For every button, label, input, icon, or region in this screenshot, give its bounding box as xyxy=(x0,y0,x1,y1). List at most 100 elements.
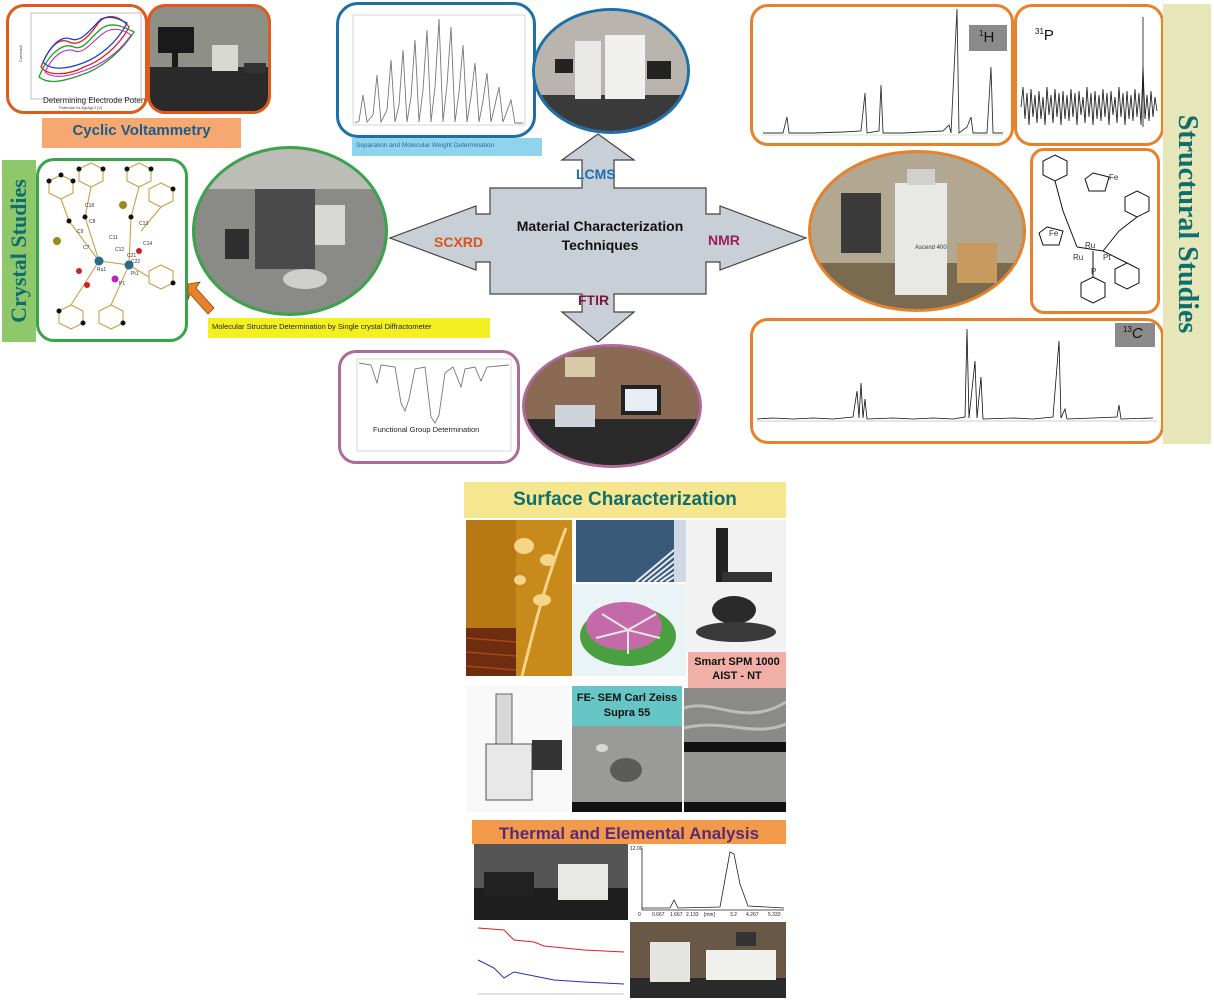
chrom-xtick-1: 0.667 xyxy=(652,912,665,918)
crystal-structure-panel: C18 C8 C9 C13 C7 C12 C11 Ru1 Pt1 P1 C14 … xyxy=(36,158,188,342)
crystal-atom-c14: C14 xyxy=(143,241,153,247)
center-title-line2: Techniques xyxy=(561,237,639,253)
surface-title-box xyxy=(464,482,786,518)
chrom-xtick-0: 0 xyxy=(638,912,641,918)
lcms-chromatogram xyxy=(352,14,526,126)
tga-plot xyxy=(477,927,625,995)
crystal-caption-box xyxy=(208,318,490,338)
structure-p: P xyxy=(1091,267,1097,276)
central-arrow-diagram xyxy=(388,133,808,343)
nmr-1h-spectrum xyxy=(761,8,1003,136)
crystal-studies-title: Crystal Studies xyxy=(6,179,31,323)
nmr-1h-sup: 1 xyxy=(979,29,984,38)
crystal-atom-p1: P1 xyxy=(119,281,126,287)
crystal-atom-c11: C11 xyxy=(109,235,118,241)
nmr-1h-spectrum-panel: 1H xyxy=(750,4,1014,146)
chrom-xtick-2: 1.667 xyxy=(670,912,683,918)
nmr-13c-spectrum xyxy=(756,328,1157,422)
ftir-spectrum xyxy=(356,358,512,452)
crystal-pointer-arrow xyxy=(187,281,215,315)
sem-label-line2: Supra 55 xyxy=(603,707,651,719)
afm-lines-image xyxy=(576,520,686,582)
spm-instrument-photo xyxy=(686,520,786,652)
nmr-13c-sup: 13 xyxy=(1123,325,1132,334)
arrow-label-scxrd: SCXRD xyxy=(434,234,484,250)
cv-instrument-photo xyxy=(147,4,271,114)
cv-title-box xyxy=(42,118,241,148)
sem-label-box xyxy=(572,686,682,726)
afm-inset-image xyxy=(466,628,516,676)
crystal-atom-c18: C18 xyxy=(85,203,95,209)
crystal-atom-c13: C13 xyxy=(139,221,149,227)
cv-xaxis-label: Potential Vs Ag/AgCl (V) xyxy=(59,105,103,110)
crystal-structure xyxy=(46,162,176,330)
nmr-31p-main: P xyxy=(1043,27,1054,44)
fesem-instrument-photo xyxy=(466,686,570,812)
chrom-xtick-5: 4.267 xyxy=(746,912,759,918)
nmr-1h-label-box xyxy=(969,25,1007,51)
structure-ru2: Ru xyxy=(1073,253,1084,262)
nmr-instrument-photo: Ascend 400 xyxy=(808,150,1026,312)
nmr-13c-label-box xyxy=(1115,323,1155,347)
nmr-31p-label: 31P xyxy=(1035,27,1054,44)
nmr-13c-label: 13C xyxy=(1123,325,1143,342)
structure-pt: Pt xyxy=(1103,253,1111,262)
cv-yaxis-label: Current/A xyxy=(18,44,24,63)
crystal-atom-c8: C8 xyxy=(89,219,96,225)
cv-caption: Determining Electrode Potential xyxy=(43,96,148,105)
nmr-31p-spectrum-panel: 31P xyxy=(1014,4,1164,146)
center-title-line1: Material Characterization xyxy=(516,218,684,234)
crystal-caption: Molecular Structure Determination by Sin… xyxy=(212,322,432,331)
sem-micrograph-2 xyxy=(684,688,786,752)
sem-label-line1: FE- SEM Carl Zeiss xyxy=(576,692,678,704)
chrom-xunit: [min] xyxy=(704,912,715,918)
structural-studies-box xyxy=(1163,4,1211,444)
chrom-ylabel: 12.00 xyxy=(630,846,643,852)
tga-plot-panel xyxy=(474,920,628,998)
crystal-atom-pt1: Pt1 xyxy=(131,271,139,277)
crystal-atom-c22: C22 xyxy=(131,259,141,265)
sem-micrograph-3 xyxy=(684,752,786,812)
surface-title: Surface Characterization xyxy=(513,489,737,510)
ftir-caption: Functional Group Determination xyxy=(373,425,480,434)
chrom-xtick-4: 3.2 xyxy=(730,912,737,918)
elemental-analyzer-photo xyxy=(630,922,786,998)
structural-studies-title: Structural Studies xyxy=(1172,114,1203,334)
scxrd-instrument-photo xyxy=(192,146,388,316)
nmr-1h-main: H xyxy=(983,29,995,46)
structure-ru1: Ru xyxy=(1085,241,1096,250)
cv-plot-panel: Determining Electrode Potential Potentia… xyxy=(6,4,148,114)
nmr-31p-spectrum xyxy=(1020,17,1158,127)
lcms-caption-box xyxy=(352,138,542,156)
lcms-chromatogram-panel xyxy=(336,2,536,138)
spm-label-line2: AIST - NT xyxy=(712,670,762,682)
nmr-instrument-label: Ascend 400 xyxy=(915,245,947,251)
ftir-instrument-photo xyxy=(522,344,702,468)
chrom-xtick-3: 2.133 xyxy=(686,912,699,918)
crystal-atom-ru1: Ru1 xyxy=(97,267,107,273)
thermal-instrument-photo xyxy=(474,844,628,920)
chromatogram xyxy=(641,848,785,911)
cv-plot xyxy=(30,12,142,100)
crystal-atom-c21: C21 xyxy=(127,253,137,259)
crystal-atom-c12: C12 xyxy=(115,247,125,253)
crystal-atom-c9: C9 xyxy=(77,229,84,235)
thermal-title: Thermal and Elemental Analysis xyxy=(498,824,760,843)
crystal-atom-c7: C7 xyxy=(83,245,90,251)
thermal-title-box xyxy=(472,820,786,844)
arrow-label-ftir: FTIR xyxy=(578,292,610,308)
arrow-label-lcms: LCMS xyxy=(576,166,616,182)
ftir-spectrum-panel: Functional Group Determination xyxy=(338,350,520,464)
lcms-caption: Separation and Molecular Weight Determin… xyxy=(356,142,495,149)
structure-fe2: Fe xyxy=(1049,229,1059,238)
nmr-1h-label: 1H xyxy=(979,29,994,46)
structure-drawing xyxy=(1038,154,1150,304)
cv-title: Cyclic Voltammetry xyxy=(72,122,211,139)
lcms-instrument-photo xyxy=(532,8,690,134)
structure-fe1: Fe xyxy=(1109,173,1119,182)
spm-label-box xyxy=(688,652,786,688)
afm-3d-image xyxy=(572,584,686,676)
spm-label-line1: Smart SPM 1000 xyxy=(694,656,780,668)
chromatogram-panel: 12.00 [min] 0 0.667 1.667 2.133 3.2 4.26… xyxy=(630,844,786,920)
structure-drawing-panel: Fe Fe Ru Ru Pt P xyxy=(1030,148,1160,314)
